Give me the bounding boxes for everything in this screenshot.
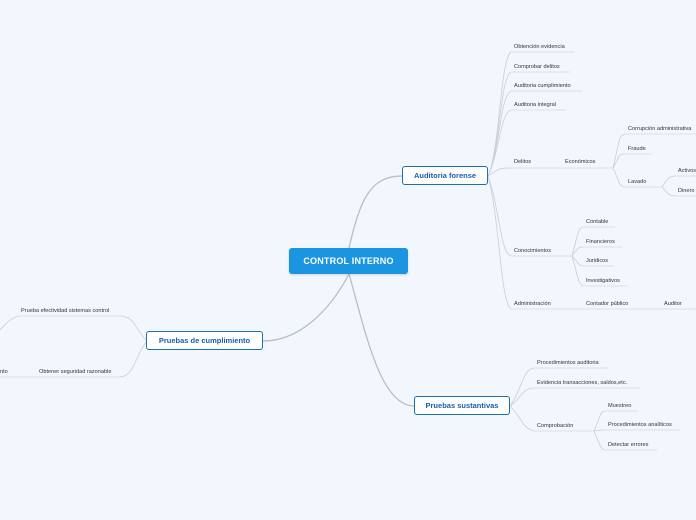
- connector-pruebas-cumplimiento: [262, 273, 350, 342]
- subtopic-financieros[interactable]: Financieros: [586, 239, 615, 245]
- subtopic-prueba-efectividad[interactable]: Prueba efectividad sistemas control: [21, 308, 110, 314]
- subtopic-comprobacion[interactable]: Comprobación: [537, 423, 574, 429]
- subtopic-economicos[interactable]: Económicos: [565, 159, 596, 165]
- subtopic-juridicos[interactable]: Juridicos: [586, 258, 609, 264]
- subtopic-fraude[interactable]: Fraude: [628, 146, 646, 152]
- subtopic-evidencia-transacciones[interactable]: Evidencia transacciones, saldos,etc.: [537, 380, 628, 386]
- connector-pruebas-sustantivas: [348, 273, 415, 407]
- subtopic-auditoria-integral[interactable]: Auditoria integral: [514, 102, 556, 108]
- subtopic-procedimientos-auditoria[interactable]: Procedimientos auditoria: [537, 360, 599, 366]
- subtopic-dinero[interactable]: Dinero: [678, 188, 695, 194]
- subtopic-investigativos[interactable]: Investigativos: [586, 278, 620, 284]
- connector-auditoria-forense: [348, 175, 403, 249]
- subtopic-comprobar-delitos[interactable]: Comprobar delitos: [514, 64, 560, 70]
- subtopic-lavado[interactable]: Lavado: [628, 179, 647, 185]
- subtopic-auditoria-cumplimiento[interactable]: Auditoria cumplimiento: [514, 83, 571, 89]
- subtopic-contador-publico[interactable]: Contador público: [586, 301, 629, 307]
- subtopic-obtener-seguridad[interactable]: Obtener seguridad razonable: [39, 369, 112, 375]
- subtopic-conocimientos[interactable]: Conocimientos: [514, 248, 551, 254]
- subtopic-cut-off-left[interactable]: nto: [0, 369, 8, 375]
- topic-pruebas-cumplimiento[interactable]: Pruebas de cumplimiento: [146, 331, 263, 350]
- subtopic-auditor[interactable]: Auditor: [664, 301, 682, 307]
- subtopic-procedimientos-analiticos[interactable]: Procedimientos analíticos: [608, 422, 672, 428]
- subtopic-administracion[interactable]: Administración: [514, 301, 551, 307]
- subtopic-obtencion-evidencia[interactable]: Obtención evidencia: [514, 44, 565, 50]
- subtopic-corrupcion-administrativa[interactable]: Corrupción administrativa: [628, 126, 692, 132]
- subtopic-contable[interactable]: Contable: [586, 219, 609, 225]
- subtopic-muestreo[interactable]: Muestreo: [608, 403, 632, 409]
- topic-auditoria-forense[interactable]: Auditoria forense: [402, 166, 488, 185]
- central-topic[interactable]: CONTROL INTERNO: [289, 248, 408, 274]
- topic-pruebas-sustantivas[interactable]: Pruebas sustantivas: [414, 396, 510, 415]
- subtopic-activos[interactable]: Activos: [678, 168, 696, 174]
- subtopic-delitos[interactable]: Delitos: [514, 159, 532, 165]
- subtopic-detectar-errores[interactable]: Detectar errores: [608, 442, 649, 448]
